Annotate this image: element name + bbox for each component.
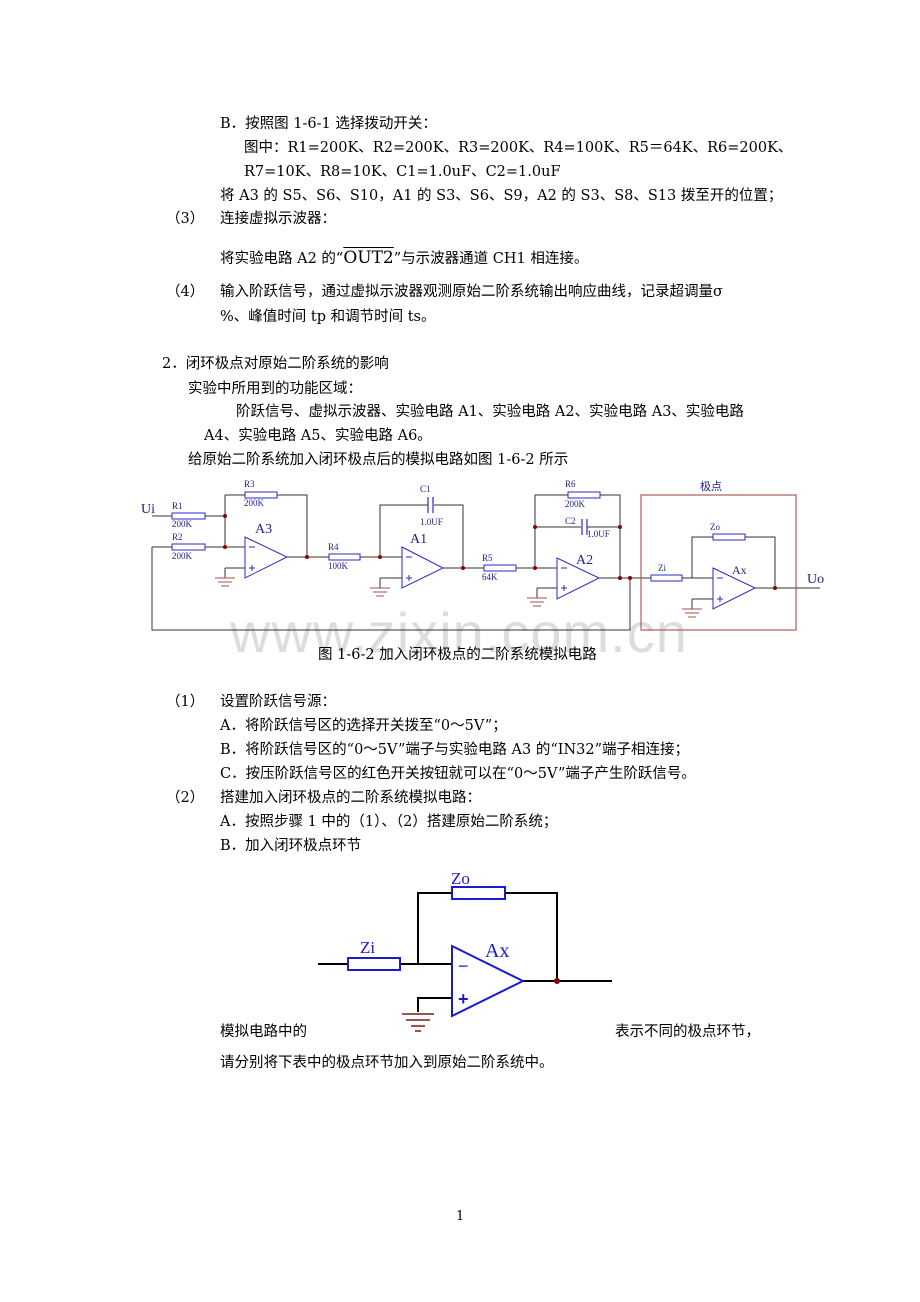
- text-line: 输入阶跃信号，通过虚拟示波器观测原始二阶系统输出响应曲线，记录超调量σ: [220, 284, 723, 300]
- resistor-r1: [171, 512, 206, 520]
- text-line: C．按压阶跃信号区的红色开关按钮就可以在“0～5V”端子产生阶跃信号。: [220, 766, 696, 782]
- pole-box: [640, 494, 797, 631]
- step-number: （4）: [166, 284, 205, 300]
- text-line: 阶跃信号、虚拟示波器、实验电路 A1、实验电路 A2、实验电路 A3、实验电路: [236, 404, 744, 420]
- text-line: 模拟电路中的: [220, 1024, 307, 1040]
- text: ”与示波器通道 CH1 相连接。: [393, 251, 589, 267]
- r3-value: 200K: [244, 498, 265, 508]
- text: 将实验电路 A2 的“: [220, 251, 344, 267]
- c1-label: C1: [420, 484, 431, 494]
- text-line: A4、实验电路 A5、实验电路 A6。: [204, 428, 432, 444]
- page-number: 1: [456, 1209, 465, 1224]
- output-label: Uo: [807, 572, 824, 587]
- text-line: 设置阶跃信号源：: [220, 694, 336, 710]
- minus-sign: −: [458, 956, 469, 976]
- step-number: （2）: [166, 790, 205, 806]
- r1-label: R1: [172, 501, 183, 511]
- resistor-r4: [328, 553, 361, 561]
- ax-label: Ax: [732, 563, 747, 577]
- text-line: %、峰值时间 tp 和调节时间 ts。: [220, 309, 436, 325]
- figure-caption: 图 1-6-2 加入闭环极点的二阶系统模拟电路: [318, 647, 597, 663]
- watermark: www.zixin.com.cn: [230, 601, 688, 664]
- input-label: Ui: [141, 502, 155, 517]
- text-line: 实验中所用到的功能区域：: [188, 381, 362, 397]
- r3-label: R3: [244, 479, 255, 489]
- r2-label: R2: [172, 532, 183, 542]
- text-line: B．加入闭环极点环节: [220, 838, 362, 854]
- text-line: A．将阶跃信号区的选择开关拨至“0～5V”；: [220, 718, 507, 734]
- c2-value: 1.0UF: [587, 529, 610, 539]
- signal-name: OUT2: [343, 248, 394, 268]
- ax-label: Ax: [485, 940, 509, 962]
- opamp-a1: [401, 546, 445, 589]
- plus-sign: +: [458, 989, 469, 1009]
- r4-label: R4: [328, 542, 339, 552]
- zo-resistor: [451, 886, 506, 900]
- opamp-a3: [244, 536, 289, 579]
- resistor-r5: [483, 564, 517, 572]
- resistor-zo: [712, 533, 746, 541]
- r1-value: 200K: [172, 519, 193, 529]
- text-line: 请分别将下表中的极点环节加入到原始二阶系统中。: [220, 1055, 554, 1071]
- text-line: 搭建加入闭环极点的二阶系统模拟电路：: [220, 790, 481, 806]
- zi-label: Zi: [360, 938, 375, 957]
- step-number: （3）: [166, 211, 205, 227]
- text-line: 表示不同的极点环节，: [615, 1024, 760, 1040]
- resistor-r3: [244, 491, 278, 499]
- opamp-ax: [712, 567, 757, 610]
- section-heading: 2．闭环极点对原始二阶系统的影响: [162, 356, 389, 372]
- text-line: B．将阶跃信号区的“0～5V”端子与实验电路 A3 的“IN32”端子相连接；: [220, 742, 690, 758]
- opamp-ax: [451, 944, 526, 1018]
- text-line: R7=10K、R8=10K、C1=1.0uF、C2=1.0uF: [244, 164, 561, 180]
- text-line: 图中：R1=200K、R2=200K、R3=200K、R4=100K、R5＝64…: [244, 140, 793, 156]
- zi-label: Zi: [658, 563, 666, 573]
- step-number: （1）: [166, 694, 205, 710]
- a3-label: A3: [255, 522, 272, 537]
- ground-icon: [215, 577, 702, 618]
- text-line: A．按照步骤 1 中的（1）、（2）搭建原始二阶系统；: [220, 814, 558, 830]
- zo-label: Zo: [451, 869, 470, 888]
- ground-icon: [402, 1013, 434, 1032]
- r6-label: R6: [565, 479, 576, 489]
- resistor-r6: [567, 491, 601, 499]
- opamp-a2: [556, 557, 601, 600]
- text-line: 连接虚拟示波器：: [220, 211, 336, 227]
- zo-label: Zo: [710, 522, 720, 532]
- c1-value: 1.0UF: [420, 517, 443, 527]
- text-line: 将实验电路 A2 的“OUT2”与示波器通道 CH1 相连接。: [220, 249, 588, 268]
- r5-label: R5: [482, 553, 493, 563]
- text-line: 将 A3 的 S5、S6、S10，A1 的 S3、S6、S9，A2 的 S3、S…: [220, 188, 783, 204]
- zi-resistor: [347, 957, 401, 971]
- resistor-zi: [650, 574, 683, 582]
- a2-label: A2: [576, 553, 593, 568]
- c2-label: C2: [565, 516, 576, 526]
- text-line: B．按照图 1-6-1 选择拨动开关：: [220, 116, 437, 132]
- resistor-r2: [171, 543, 206, 551]
- r4-value: 100K: [328, 561, 349, 571]
- pole-box-label: 极点: [700, 479, 722, 493]
- r2-value: 200K: [172, 551, 193, 561]
- a1-label: A1: [410, 532, 427, 547]
- r5-value: 64K: [482, 572, 498, 582]
- text-line: 给原始二阶系统加入闭环极点后的模拟电路如图 1-6-2 所示: [188, 452, 569, 468]
- r6-value: 200K: [565, 499, 586, 509]
